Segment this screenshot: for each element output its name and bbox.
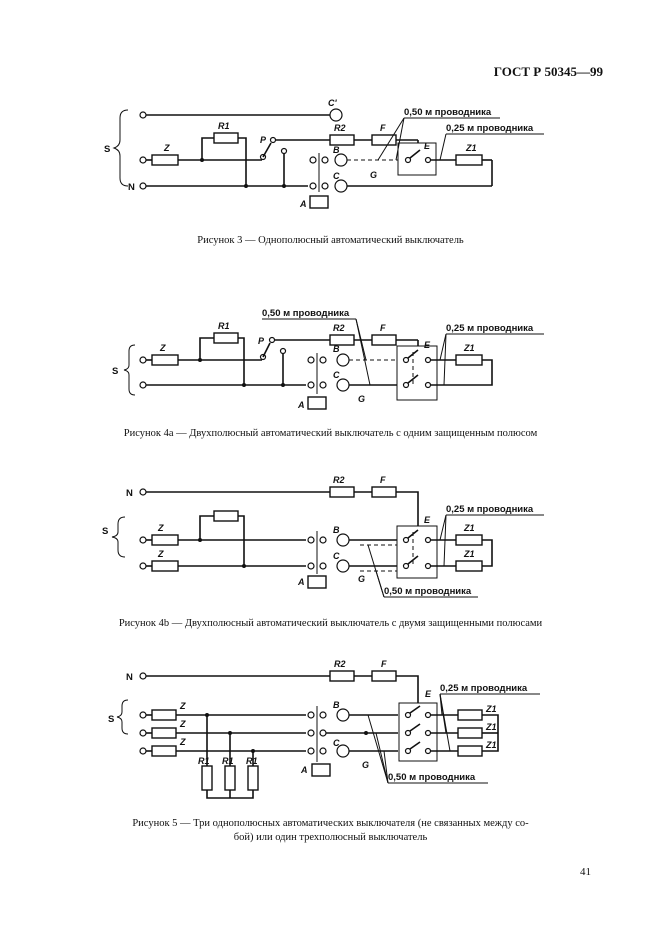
fig4a-note-025: 0,25 м проводника: [446, 323, 534, 334]
fig3-label-r1: R1: [218, 121, 230, 131]
figure-4b-diagram: N R2 F S Z Z B C: [102, 475, 544, 598]
fig3-note-025: 0,25 м проводника: [446, 123, 534, 134]
fig5-label-s: S: [108, 714, 114, 725]
fig4a-note-050: 0,50 м проводника: [262, 308, 350, 319]
fig5-label-r1-3: R1: [246, 756, 258, 766]
fig3-label-z1: Z1: [465, 143, 477, 153]
fig4a-label-c: C: [333, 370, 340, 380]
fig4a-label-p: P: [258, 336, 265, 346]
fig3-label-r2: R2: [334, 123, 346, 133]
fig5-label-z-3: Z: [179, 737, 186, 747]
fig5-label-r1-2: R1: [222, 756, 234, 766]
fig3-label-a: A: [299, 199, 307, 209]
fig5-label-b: B: [333, 700, 340, 710]
fig5-label-a: A: [300, 765, 308, 775]
fig3-label-p: P: [260, 135, 267, 145]
fig3-label-n: N: [128, 182, 135, 193]
fig5-note-025: 0,25 м проводника: [440, 683, 528, 694]
fig5-label-r1-1: R1: [198, 756, 210, 766]
fig3-label-z: Z: [163, 143, 170, 153]
figure-4a-diagram: S Z R1 P R2 F B C: [112, 308, 544, 410]
fig4a-label-r2: R2: [333, 323, 345, 333]
fig5-label-n: N: [126, 672, 133, 683]
fig4b-label-r2: R2: [333, 475, 345, 485]
fig4a-label-g: G: [358, 394, 365, 404]
fig4b-label-s: S: [102, 526, 108, 537]
fig4a-label-e: E: [424, 340, 431, 350]
figure-5-diagram: N R2 F S Z Z Z R1: [108, 659, 540, 799]
document-header: ГОСТ Р 50345—99: [493, 64, 603, 79]
fig5-label-z1-3: Z1: [485, 740, 497, 750]
fig5-label-z-1: Z: [179, 701, 186, 711]
fig4a-label-s: S: [112, 366, 118, 377]
fig4b-label-z1-1: Z1: [463, 523, 475, 533]
fig4a-label-z1: Z1: [463, 343, 475, 353]
fig4a-label-a: A: [297, 400, 305, 410]
fig3-label-g: G: [370, 170, 377, 180]
figure-4a-caption: Рисунок 4а — Двухполюсный автоматический…: [123, 428, 538, 439]
figure-3-diagram: S C' Z R1 P R2 F: [104, 98, 544, 209]
page-number: 41: [580, 866, 591, 878]
fig3-label-f: F: [380, 123, 386, 133]
fig3-label-s: S: [104, 144, 110, 155]
figure-3-caption: Рисунок 3 — Однополюсный автоматический …: [197, 235, 464, 246]
fig5-label-c: C: [333, 738, 340, 748]
fig4b-label-z1-2: Z1: [463, 549, 475, 559]
fig3-label-b: B: [333, 145, 340, 155]
fig4b-label-z-2: Z: [157, 549, 164, 559]
fig5-label-z1-2: Z1: [485, 722, 497, 732]
fig4b-note-050: 0,50 м проводника: [384, 586, 472, 597]
fig4b-label-b: B: [333, 525, 340, 535]
fig5-label-r2: R2: [334, 659, 346, 669]
fig5-label-f: F: [381, 659, 387, 669]
fig3-label-c1: C': [328, 98, 337, 108]
fig5-label-g: G: [362, 760, 369, 770]
fig3-note-050: 0,50 м проводника: [404, 107, 492, 118]
fig3-label-c: C: [333, 171, 340, 181]
fig4b-note-025: 0,25 м проводника: [446, 504, 534, 515]
fig4a-label-r1: R1: [218, 321, 230, 331]
fig4b-label-n: N: [126, 488, 133, 499]
fig4b-label-e: E: [424, 515, 431, 525]
fig5-label-z1-1: Z1: [485, 704, 497, 714]
fig4b-label-a: A: [297, 577, 305, 587]
fig5-label-z-2: Z: [179, 719, 186, 729]
figure-5-caption-line2: бой) или один трехполюсный выключатель: [233, 832, 428, 843]
fig4a-label-b: B: [333, 344, 340, 354]
fig4a-label-z: Z: [159, 343, 166, 353]
fig4b-label-g: G: [358, 574, 365, 584]
figure-5-caption-line1: Рисунок 5 — Три однополюсных автоматичес…: [132, 818, 529, 829]
fig5-note-050: 0,50 м проводника: [388, 772, 476, 783]
figure-4b-caption: Рисунок 4b — Двухполюсный автоматический…: [118, 618, 543, 629]
fig3-label-e: E: [424, 141, 431, 151]
fig4a-label-f: F: [380, 323, 386, 333]
fig5-label-e: E: [425, 689, 432, 699]
fig4b-label-f: F: [380, 475, 386, 485]
fig4b-label-c: C: [333, 551, 340, 561]
fig4b-label-z-1: Z: [157, 523, 164, 533]
